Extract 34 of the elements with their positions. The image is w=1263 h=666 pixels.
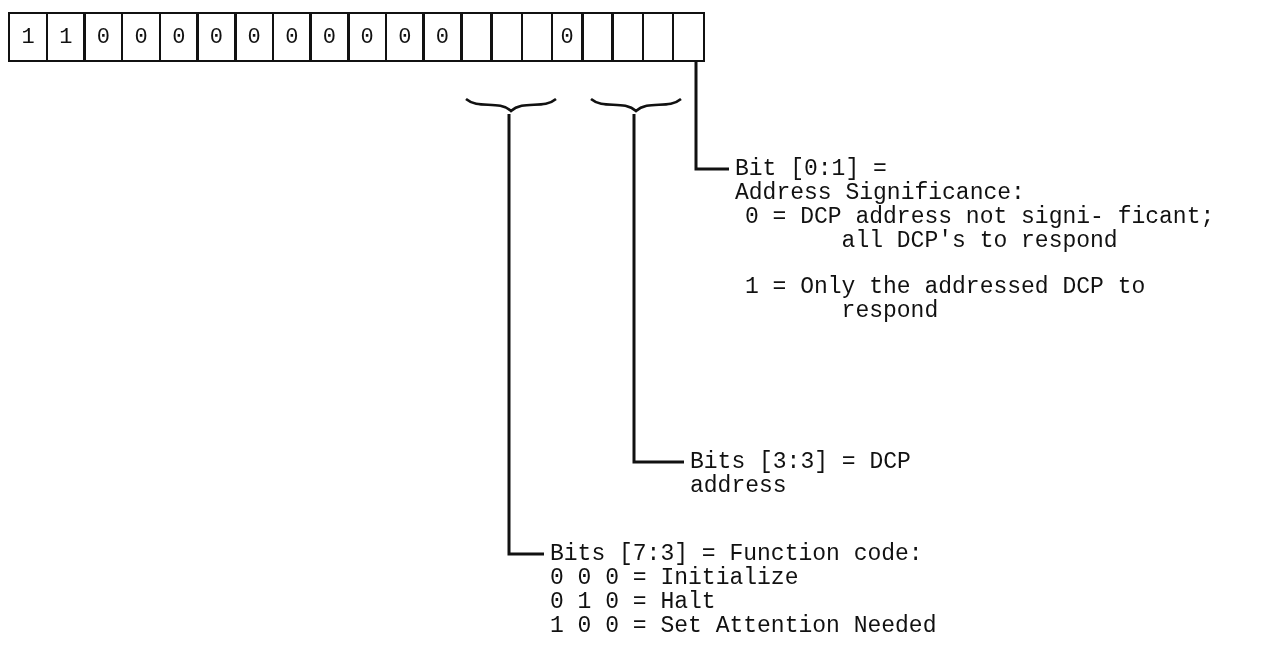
annotation-text: Bits [7:3] = Function code: (550, 542, 924, 566)
empty-bit-cell (520, 12, 554, 62)
bit-cell: 1 (45, 12, 86, 62)
annotation-text: 0 0 0 = Initialize (550, 566, 800, 590)
annotation-text: Address Significance: (735, 181, 1025, 205)
bit-cell: 0 (234, 12, 275, 62)
annotation-text: 1 = Only the addressed DCP to respond (745, 275, 1147, 323)
leader-line (694, 62, 729, 171)
annotation-text: Bit [0:1] = (735, 157, 887, 181)
bit-cell: 0 (384, 12, 425, 62)
leader-line (632, 114, 684, 464)
bit-cell: 1 (8, 12, 49, 62)
bit-cell: 0 (121, 12, 162, 62)
empty-bit-cell (460, 12, 493, 62)
bit-cell: 0 (271, 12, 312, 62)
bit-cell: 0 (347, 12, 388, 62)
bit-cell: 0 (550, 12, 584, 62)
bit-cell: 0 (158, 12, 199, 62)
curly-brace (589, 96, 683, 114)
curly-brace (464, 96, 558, 114)
empty-bit-cell (641, 12, 675, 62)
annotation-text: Bits [3:3] = DCP address (690, 450, 911, 498)
annotation-text: 0 1 0 = Halt (550, 590, 716, 614)
empty-bit-cell (671, 12, 705, 62)
bit-cell: 0 (83, 12, 124, 62)
annotation-text: 0 = DCP address not signi- ficant; all DCP's to respond (745, 205, 1215, 253)
bit-cell: 0 (196, 12, 237, 62)
bit-cell: 0 (422, 12, 463, 62)
leader-line (507, 114, 544, 556)
bit-cell: 0 (309, 12, 350, 62)
empty-bit-cell (581, 12, 614, 62)
empty-bit-cell (490, 12, 524, 62)
empty-bit-cell (611, 12, 645, 62)
annotation-text: 1 0 0 = Set Attention Needed (550, 614, 938, 638)
